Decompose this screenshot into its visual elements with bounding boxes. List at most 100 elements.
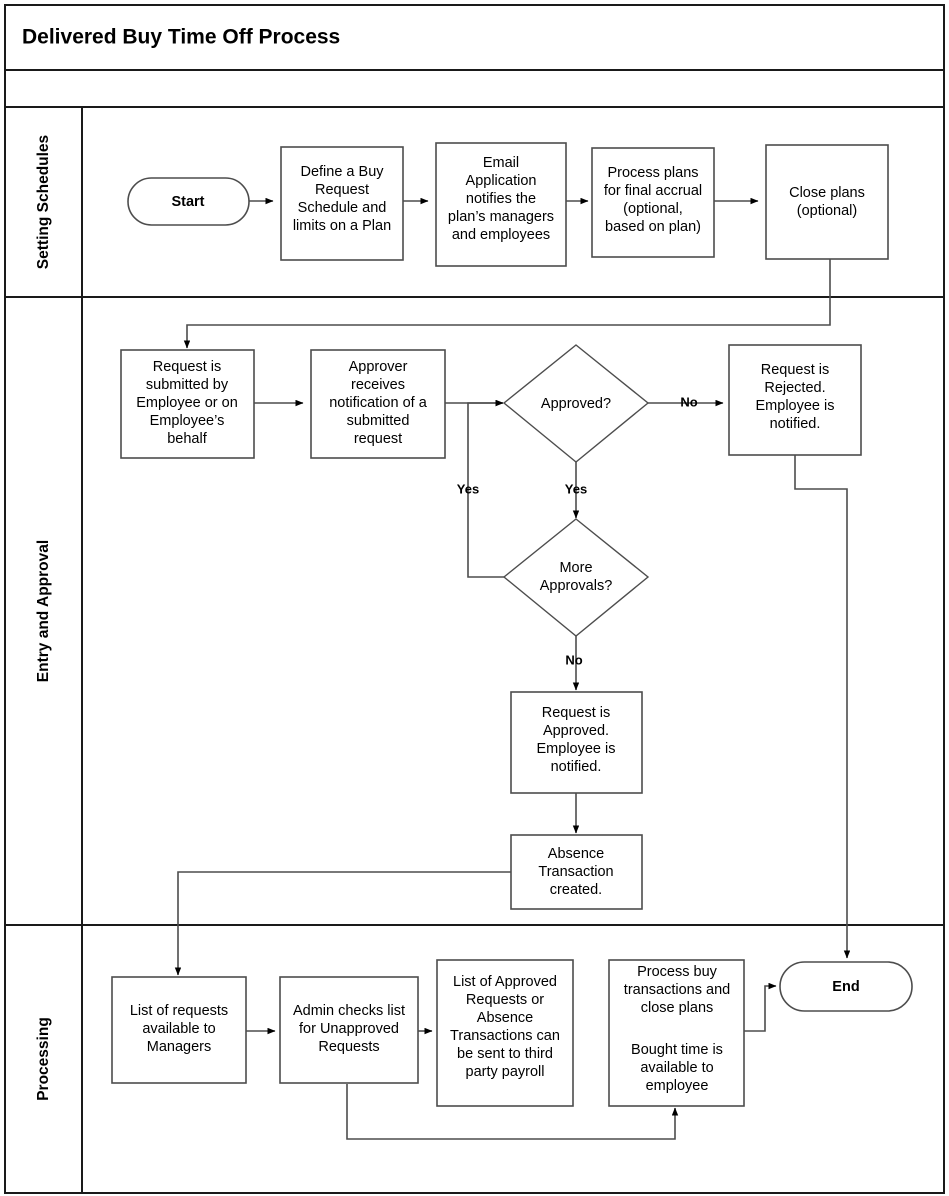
edge-process-buy-to-end <box>744 982 777 1032</box>
process-buy-line-1: Process buy <box>637 964 718 980</box>
edge-admin-to-process-buy <box>346 1084 679 1140</box>
admin-checks-line-3: Requests <box>318 1039 379 1055</box>
node-process-buy[interactable]: Process buy transactions and close plans… <box>608 959 745 1107</box>
request-rejected-line-4: notified. <box>770 416 821 432</box>
list-requests-line-1: List of requests <box>130 1003 228 1019</box>
approved-decision-shape <box>502 344 650 463</box>
approver-receives-line-5: request <box>354 431 402 447</box>
node-admin-checks[interactable]: Admin checks list for Unapproved Request… <box>279 976 419 1084</box>
absence-transaction-line-3: created. <box>550 882 602 898</box>
edge-label-approved-yes: Yes <box>565 481 587 496</box>
absence-transaction-shape <box>510 834 643 910</box>
process-plans-shape <box>591 147 715 258</box>
request-submitted-line-2: submitted by <box>146 377 229 393</box>
edge-label-more-approvals-yes: Yes <box>457 481 479 496</box>
email-notify-line-2: Application <box>466 173 537 189</box>
define-schedule-line-2: Request <box>315 182 369 198</box>
page-title: Delivered Buy Time Off Process <box>22 26 340 49</box>
lane-label-entry-and-approval: Entry and Approval <box>35 540 52 682</box>
node-list-requests-managers[interactable]: List of requests available to Managers <box>111 976 247 1084</box>
email-notify-line-1: Email <box>483 155 519 171</box>
approver-receives-line-3: notification of a <box>329 395 427 411</box>
list-requests-line-3: Managers <box>147 1039 211 1055</box>
email-notify-line-4: plan’s managers <box>448 209 554 225</box>
request-submitted-line-4: Employee’s <box>150 413 225 429</box>
process-buy-line-5: Bought time is <box>631 1042 723 1058</box>
list-approved-line-3: Absence <box>477 1010 533 1026</box>
process-plans-line-1: Process plans <box>607 165 698 181</box>
edge-absence-to-list-requests <box>174 871 511 976</box>
list-approved-line-5: be sent to third <box>457 1046 553 1062</box>
define-schedule-line-3: Schedule and <box>298 200 387 216</box>
close-plans-shape <box>765 144 889 260</box>
start-terminator-shape <box>127 177 250 226</box>
process-plans-line-2: for final accrual <box>604 183 702 199</box>
node-absence-transaction[interactable]: Absence Transaction created. <box>510 834 643 910</box>
request-submitted-shape <box>120 349 255 459</box>
request-approved-shape <box>510 691 643 794</box>
more-approvals-decision-shape <box>502 518 650 637</box>
request-rejected-line-1: Request is <box>761 362 830 378</box>
process-buy-shape <box>608 959 745 1107</box>
approver-receives-shape <box>310 349 446 459</box>
request-approved-line-1: Request is <box>542 705 611 721</box>
edge-close-plans-to-request-submitted <box>183 259 831 349</box>
end-terminator-shape <box>779 961 913 1012</box>
request-submitted-line-1: Request is <box>153 359 222 375</box>
email-notify-line-5: and employees <box>452 227 550 243</box>
approver-receives-line-2: receives <box>351 377 405 393</box>
edge-rejected-to-end <box>794 455 851 959</box>
request-approved-line-2: Approved. <box>543 723 609 739</box>
request-rejected-line-2: Rejected. <box>764 380 825 396</box>
node-more-approvals-decision[interactable]: More Approvals? <box>502 518 650 637</box>
lane-label-setting-schedules: Setting Schedules <box>35 135 52 269</box>
process-buy-line-3: close plans <box>641 1000 714 1016</box>
close-plans-line-2: (optional) <box>797 203 857 219</box>
process-plans-line-4: based on plan) <box>605 219 701 235</box>
request-approved-line-3: Employee is <box>537 741 616 757</box>
node-list-approved[interactable]: List of Approved Requests or Absence Tra… <box>436 959 574 1107</box>
edge-label-more-approvals-no: No <box>565 652 582 667</box>
email-notify-line-3: notifies the <box>466 191 536 207</box>
list-approved-line-1: List of Approved <box>453 974 557 990</box>
node-request-submitted[interactable]: Request is submitted by Employee or on E… <box>120 349 255 459</box>
node-approved-decision[interactable]: Approved? <box>502 344 650 463</box>
more-approvals-line-2: Approvals? <box>540 578 613 594</box>
process-buy-line-6: available to <box>640 1060 713 1076</box>
node-process-plans[interactable]: Process plans for final accrual (optiona… <box>591 147 715 258</box>
node-start[interactable]: Start <box>127 177 250 226</box>
node-request-rejected[interactable]: Request is Rejected. Employee is notifie… <box>728 344 862 456</box>
define-schedule-line-4: limits on a Plan <box>293 218 391 234</box>
list-approved-line-4: Transactions can <box>450 1028 560 1044</box>
list-approved-line-6: party payroll <box>466 1064 545 1080</box>
edge-more-approvals-yes-loopback <box>467 399 504 578</box>
node-request-approved[interactable]: Request is Approved. Employee is notifie… <box>510 691 643 794</box>
admin-checks-line-2: for Unapproved <box>299 1021 399 1037</box>
approved-decision-label: Approved? <box>541 396 611 412</box>
diagram-frame <box>4 4 945 1194</box>
request-approved-line-4: notified. <box>551 759 602 775</box>
request-submitted-line-5: behalf <box>167 431 207 447</box>
list-requests-line-2: available to <box>142 1021 215 1037</box>
request-rejected-line-3: Employee is <box>756 398 835 414</box>
node-approver-receives[interactable]: Approver receives notification of a subm… <box>310 349 446 459</box>
email-notify-shape <box>435 142 567 267</box>
define-schedule-line-1: Define a Buy <box>300 164 384 180</box>
absence-transaction-line-1: Absence <box>548 846 604 862</box>
approver-receives-line-1: Approver <box>349 359 408 375</box>
admin-checks-shape <box>279 976 419 1084</box>
approver-receives-line-4: submitted <box>347 413 410 429</box>
close-plans-line-1: Close plans <box>789 185 865 201</box>
outer-border <box>4 4 945 1194</box>
node-end[interactable]: End <box>779 961 913 1012</box>
process-buy-line-2: transactions and <box>624 982 730 998</box>
node-email-notify[interactable]: Email Application notifies the plan’s ma… <box>435 142 567 267</box>
node-define-schedule[interactable]: Define a Buy Request Schedule and limits… <box>280 146 404 261</box>
start-label: Start <box>171 194 204 210</box>
node-close-plans[interactable]: Close plans (optional) <box>765 144 889 260</box>
process-buy-line-7: employee <box>646 1078 709 1094</box>
lane-label-processing: Processing <box>35 1017 52 1101</box>
process-plans-line-3: (optional, <box>623 201 683 217</box>
